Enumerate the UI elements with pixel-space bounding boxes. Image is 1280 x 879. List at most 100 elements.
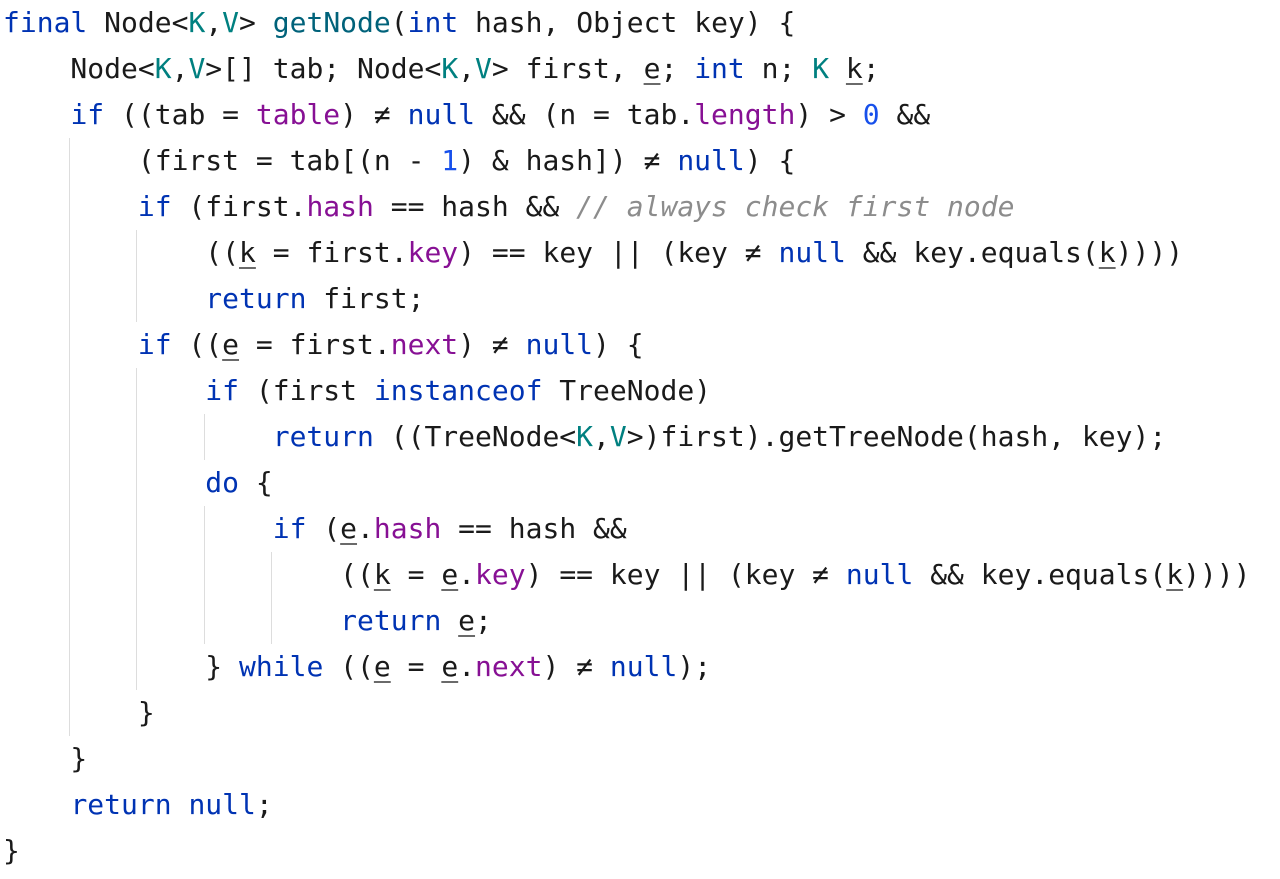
code-line: final Node<K,V> getNode(int hash, Object… xyxy=(3,0,795,46)
code-token: hash xyxy=(373,512,442,545)
code-token: K xyxy=(576,420,594,453)
code-token: int xyxy=(407,6,459,39)
code-token: key xyxy=(475,558,526,591)
code-token: null xyxy=(525,328,594,361)
code-token: getNode xyxy=(272,6,391,39)
code-token xyxy=(3,788,70,821)
code-token: ) ≠ xyxy=(542,650,610,683)
code-token: k xyxy=(1166,558,1184,591)
code-line: if ((tab = table) ≠ null && (n = tab.len… xyxy=(3,92,930,138)
code-token: e xyxy=(373,650,391,683)
code-line: return null; xyxy=(3,782,273,828)
code-token: null xyxy=(609,650,678,683)
code-token: (( xyxy=(3,558,374,591)
code-token: ) { xyxy=(744,144,796,177)
indent-guide-line xyxy=(204,414,205,460)
code-token: 1 xyxy=(441,144,459,177)
code-token: // always check first node xyxy=(576,190,1015,223)
code-token: } xyxy=(3,696,155,729)
indent-guide-line xyxy=(136,368,137,690)
code-token: == hash && xyxy=(441,512,627,545)
code-line: } xyxy=(3,736,87,782)
code-token: e xyxy=(458,604,476,637)
code-token: key xyxy=(407,236,459,269)
code-token xyxy=(3,328,138,361)
code-token: V xyxy=(188,52,206,85)
code-token xyxy=(3,420,273,453)
code-token: ( xyxy=(390,6,408,39)
code-token: && (n = tab. xyxy=(475,98,695,131)
code-token: k xyxy=(239,236,256,269)
code-token xyxy=(3,512,273,545)
code-token: int xyxy=(694,52,745,85)
code-line: } xyxy=(3,690,155,736)
code-token: } xyxy=(3,650,240,683)
code-token: do xyxy=(205,466,240,499)
code-token: table xyxy=(255,98,341,131)
code-line: if ((e = first.next) ≠ null) { xyxy=(3,322,644,368)
code-token: (first. xyxy=(171,190,307,223)
code-token: while xyxy=(239,650,324,683)
indent-guide-line xyxy=(69,138,70,736)
code-token xyxy=(3,282,205,315)
code-token: k xyxy=(373,558,391,591)
code-token: = first. xyxy=(239,328,391,361)
code-line: if (e.hash == hash && xyxy=(3,506,627,552)
code-token: final xyxy=(3,6,88,39)
code-token: if xyxy=(137,328,172,361)
code-token: K xyxy=(441,52,459,85)
code-token: k xyxy=(845,52,863,85)
code-token: == hash && xyxy=(373,190,577,223)
code-line: do { xyxy=(3,460,273,506)
code-token: null xyxy=(188,788,256,821)
code-token: )))) xyxy=(1115,236,1184,269)
code-token: ; xyxy=(475,604,492,637)
code-token xyxy=(3,190,138,223)
code-token: ) ≠ xyxy=(340,98,408,131)
code-line: if (first.hash == hash && // always chec… xyxy=(3,184,1015,230)
code-token: null xyxy=(778,236,846,269)
code-token: && key.equals( xyxy=(845,236,1099,269)
code-token: null xyxy=(407,98,476,131)
indent-guide-line xyxy=(271,552,272,644)
code-token: , xyxy=(593,420,610,453)
code-token: first; xyxy=(306,282,425,315)
code-token: (( xyxy=(171,328,223,361)
code-token: ; xyxy=(660,52,695,85)
code-token: hash xyxy=(306,190,374,223)
indent-guide-line xyxy=(204,506,205,644)
code-token: = first. xyxy=(255,236,408,269)
code-token: >[] tab; Node< xyxy=(205,52,442,85)
code-token: = xyxy=(390,650,442,683)
code-token: && key.equals( xyxy=(913,558,1167,591)
code-token: } xyxy=(3,742,88,775)
code-token: if xyxy=(205,374,240,407)
code-token: = xyxy=(390,558,442,591)
code-token: (( xyxy=(3,236,240,269)
code-token: next xyxy=(390,328,459,361)
code-token: V xyxy=(609,420,627,453)
code-token xyxy=(3,98,70,131)
code-token xyxy=(3,374,205,407)
code-token: V xyxy=(475,52,492,85)
code-token: (first = tab[(n - xyxy=(3,144,442,177)
code-token: , xyxy=(205,6,223,39)
code-token xyxy=(441,604,458,637)
code-token: > xyxy=(239,6,273,39)
code-token: K xyxy=(812,52,830,85)
code-token: K xyxy=(154,52,172,85)
code-token: ; xyxy=(255,788,273,821)
code-token: . xyxy=(458,558,476,591)
code-token: { xyxy=(239,466,273,499)
code-token: ; xyxy=(862,52,880,85)
code-token xyxy=(3,604,340,637)
code-token: 0 xyxy=(862,98,880,131)
code-token: . xyxy=(357,512,374,545)
code-token: return xyxy=(272,420,374,453)
code-token: return xyxy=(70,788,172,821)
code-token: if xyxy=(272,512,307,545)
code-token: length xyxy=(694,98,796,131)
code-token: (( xyxy=(323,650,374,683)
code-token: Node< xyxy=(87,6,189,39)
